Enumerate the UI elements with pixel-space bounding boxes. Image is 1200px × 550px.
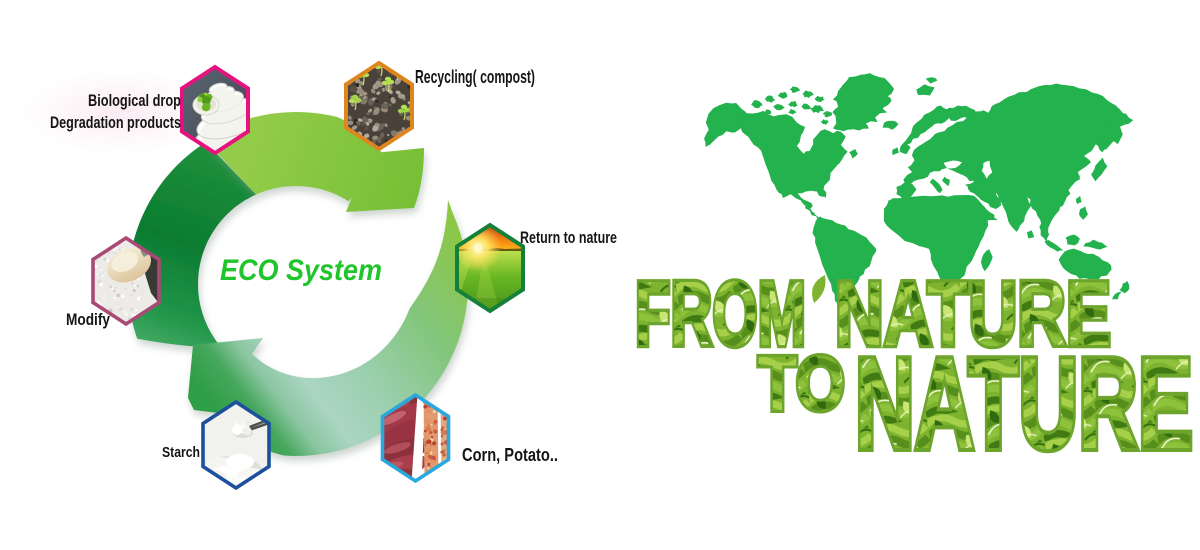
svg-text:Starch: Starch [162, 444, 200, 461]
svg-text:Modify: Modify [66, 310, 110, 329]
svg-text:ECO System: ECO System [220, 254, 382, 287]
svg-text:FROM: FROM [635, 264, 806, 365]
svg-text:Degradation products: Degradation products [50, 113, 181, 132]
svg-text:NATURE: NATURE [855, 332, 1193, 476]
svg-text:Corn, Potato..: Corn, Potato.. [462, 445, 558, 465]
svg-text:TO: TO [758, 341, 845, 427]
svg-text:NATURE: NATURE [835, 264, 1111, 365]
svg-text:Recycling( compost): Recycling( compost) [415, 67, 535, 87]
svg-text:Return to nature: Return to nature [520, 228, 617, 247]
svg-text:Biological drop: Biological drop [88, 91, 181, 110]
